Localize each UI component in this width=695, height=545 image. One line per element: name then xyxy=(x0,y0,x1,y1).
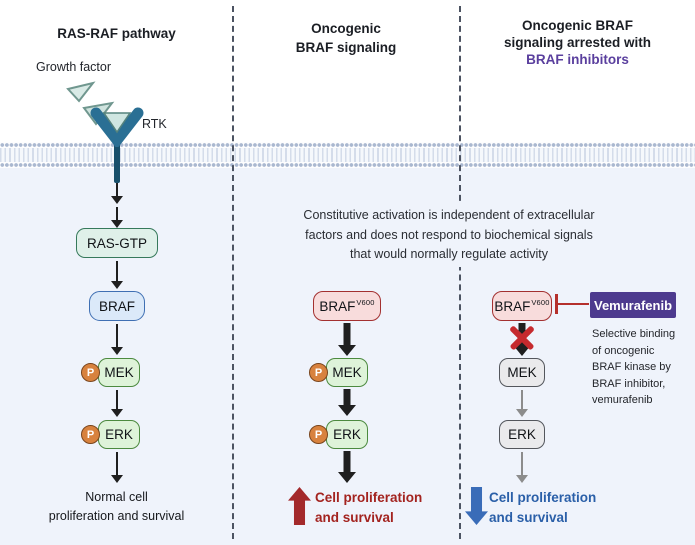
node-erk: ERK xyxy=(499,420,545,449)
title-line: Oncogenic BRAF xyxy=(521,18,633,33)
phosphate-badge: P xyxy=(81,425,100,444)
node-label: ERK xyxy=(105,427,133,442)
outcome-normal: Normal cell proliferation and survival xyxy=(0,488,233,526)
inhibition-tbar-icon xyxy=(555,294,558,314)
phosphate-label: P xyxy=(86,366,95,379)
outcome-line: and survival xyxy=(489,510,568,525)
node-mek: MEK xyxy=(98,358,140,387)
outcome-line: Cell proliferation xyxy=(315,490,423,505)
node-label: MEK xyxy=(332,365,362,380)
node-superscript: V600 xyxy=(531,297,550,307)
title-line: signaling arrested with xyxy=(503,35,652,50)
phosphate-label: P xyxy=(314,366,323,379)
node-braf: BRAF xyxy=(89,291,145,321)
node-erk: ERK xyxy=(98,420,140,449)
panel-divider-right xyxy=(459,6,461,539)
drug-name: Vemurafenib xyxy=(593,297,673,313)
lipid-heads-bottom xyxy=(0,162,695,168)
lipid-heads-top xyxy=(0,142,695,148)
rtk-receptor-icon xyxy=(90,107,144,147)
drug-label-vemurafenib: Vemurafenib xyxy=(590,292,676,318)
lipid-tails xyxy=(0,148,695,162)
node-label: ERK xyxy=(333,427,361,442)
caption-line: BRAF inhibitor, xyxy=(592,377,666,390)
node-erk: ERK xyxy=(326,420,368,449)
panel-title-ras-raf: RAS-RAF pathway xyxy=(57,26,176,41)
title-line: Oncogenic xyxy=(311,21,381,36)
caption-line: Selective binding xyxy=(592,328,676,340)
node-superscript: V600 xyxy=(356,297,375,307)
drug-caption: Selective binding of oncogenic BRAF kina… xyxy=(592,326,695,409)
node-ras-gtp: RAS-GTP xyxy=(76,228,158,258)
blocked-x-icon xyxy=(507,322,537,352)
caption-line: of oncogenic xyxy=(592,344,655,357)
growth-factor-label: Growth factor xyxy=(36,60,112,74)
inhibition-line xyxy=(558,302,589,306)
caption-line: vemurafenib xyxy=(592,394,653,406)
node-label: MEK xyxy=(104,365,134,380)
rtk-label: RTK xyxy=(142,117,167,131)
outcome-line: and survival xyxy=(315,510,394,525)
title-line: BRAF signaling xyxy=(295,39,397,55)
outcome-line: Normal cell xyxy=(85,490,148,504)
caption-line: BRAF kinase by xyxy=(592,361,671,373)
node-label: ERK xyxy=(508,427,536,442)
node-mek: MEK xyxy=(326,358,368,387)
panel-title-arrested: Oncogenic BRAF signaling arrested with B… xyxy=(460,17,695,68)
outcome-decreased: Cell proliferation and survival xyxy=(489,488,596,528)
phosphate-badge: P xyxy=(81,363,100,382)
constitutive-activation-note: Constitutive activation is independent o… xyxy=(249,204,649,267)
rtk-stem xyxy=(114,138,120,183)
note-line: Constitutive activation is independent o… xyxy=(303,208,595,222)
node-label: BRAF xyxy=(98,298,135,314)
note-line: that would normally regulate activity xyxy=(349,247,548,261)
node-label: BRAF xyxy=(494,298,531,314)
node-mek: MEK xyxy=(499,358,545,387)
phosphate-badge: P xyxy=(309,425,328,444)
outcome-line: proliferation and survival xyxy=(48,509,185,523)
node-label: RAS-GTP xyxy=(86,235,147,251)
outcome-line: Cell proliferation xyxy=(489,490,597,505)
node-label: BRAF xyxy=(319,298,356,314)
phosphate-label: P xyxy=(314,428,323,441)
panel-divider-left xyxy=(232,6,234,539)
panel-title-oncogenic: Oncogenic BRAF signaling xyxy=(233,20,459,57)
title-line-braf-inhibitors: BRAF inhibitors xyxy=(526,52,629,67)
node-label: MEK xyxy=(507,365,537,380)
phosphate-label: P xyxy=(86,428,95,441)
note-line: factors and does not respond to biochemi… xyxy=(305,227,593,242)
outcome-increased: Cell proliferation and survival xyxy=(315,488,422,528)
phosphate-badge: P xyxy=(309,363,328,382)
